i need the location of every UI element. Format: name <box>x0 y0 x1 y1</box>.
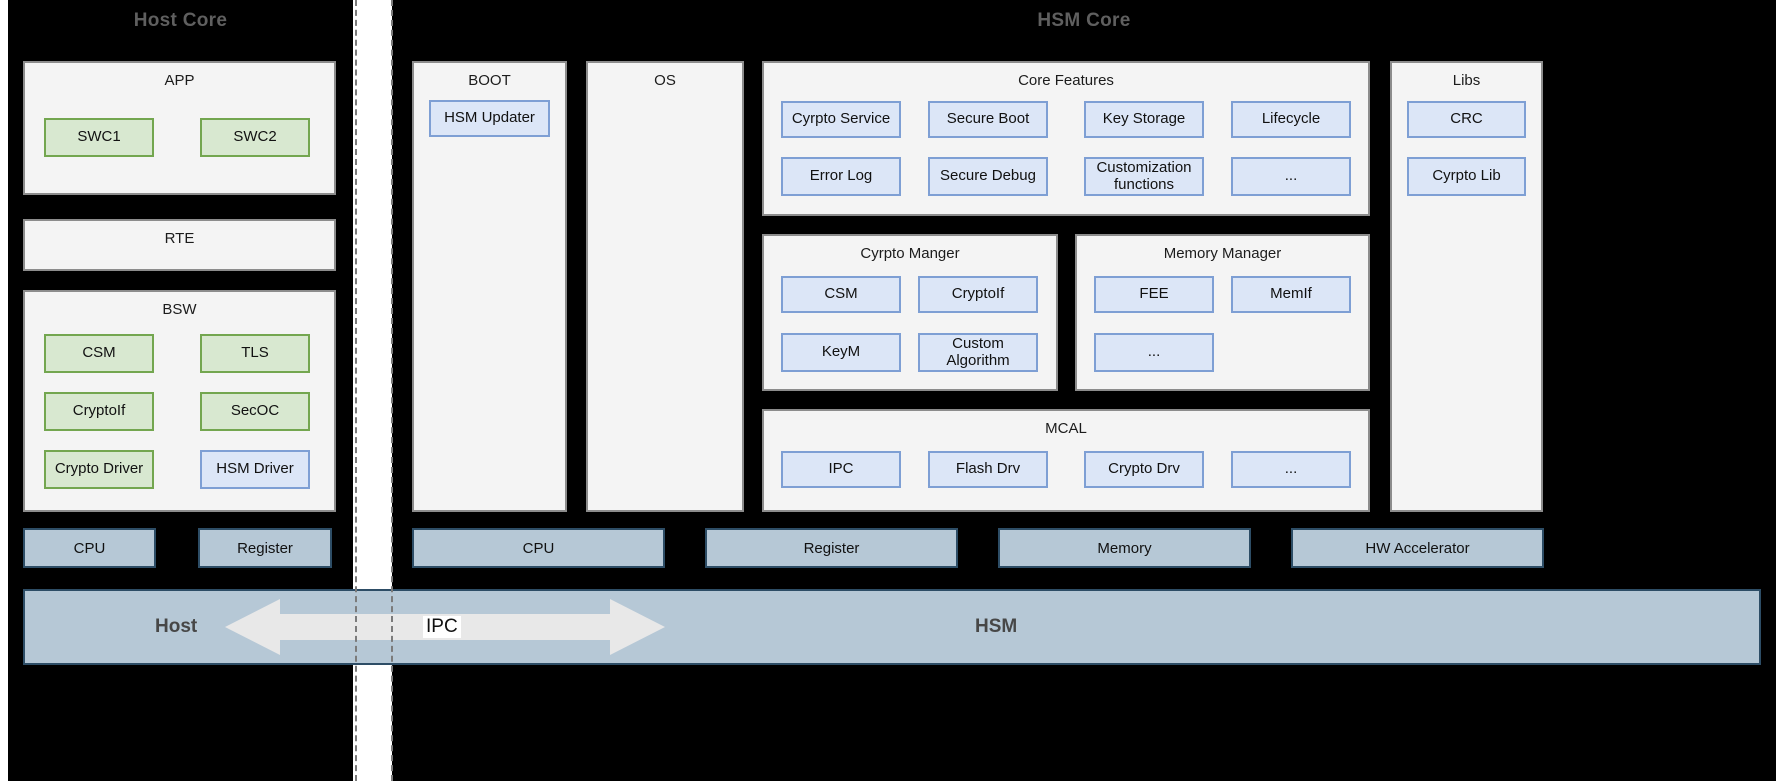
group-os: OS <box>586 61 744 512</box>
item-secure-boot[interactable]: Secure Boot <box>928 101 1048 138</box>
item-bsw-tls[interactable]: TLS <box>200 334 310 373</box>
item-customization-functions[interactable]: Customization functions <box>1084 157 1204 196</box>
item-mcal-flash-drv[interactable]: Flash Drv <box>928 451 1048 488</box>
item-cm-custom-algorithm[interactable]: Custom Algorithm <box>918 333 1038 372</box>
group-rte-title: RTE <box>164 230 195 247</box>
item-mm-memif[interactable]: MemIf <box>1231 276 1351 313</box>
item-mcal-ipc[interactable]: IPC <box>781 451 901 488</box>
group-core-features-title: Core Features <box>1018 72 1114 89</box>
item-cyrpto-service[interactable]: Cyrpto Service <box>781 101 901 138</box>
item-libs-crc[interactable]: CRC <box>1407 101 1526 138</box>
item-bsw-secoc[interactable]: SecOC <box>200 392 310 431</box>
hw-hsm-accelerator[interactable]: HW Accelerator <box>1291 528 1544 568</box>
group-bsw-title: BSW <box>162 301 197 318</box>
divider-hsm-boundary <box>391 0 393 781</box>
group-app-title: APP <box>164 72 195 89</box>
item-swc1[interactable]: SWC1 <box>44 118 154 157</box>
item-secure-debug[interactable]: Secure Debug <box>928 157 1048 196</box>
item-key-storage[interactable]: Key Storage <box>1084 101 1204 138</box>
item-bsw-crypto-driver[interactable]: Crypto Driver <box>44 450 154 489</box>
group-mcal-title: MCAL <box>1045 420 1087 437</box>
item-mcal-more[interactable]: ... <box>1231 451 1351 488</box>
item-swc2[interactable]: SWC2 <box>200 118 310 157</box>
hw-hsm-cpu[interactable]: CPU <box>412 528 665 568</box>
item-hsm-updater[interactable]: HSM Updater <box>429 100 550 137</box>
divider-host-boundary <box>355 0 357 781</box>
band-label-host: Host <box>155 616 198 637</box>
item-cm-keym[interactable]: KeyM <box>781 333 901 372</box>
hw-hsm-memory[interactable]: Memory <box>998 528 1251 568</box>
hsm-core-title: HSM Core <box>1037 10 1131 31</box>
group-libs-title: Libs <box>1452 72 1481 89</box>
item-bsw-csm[interactable]: CSM <box>44 334 154 373</box>
hw-host-cpu[interactable]: CPU <box>23 528 156 568</box>
item-lifecycle[interactable]: Lifecycle <box>1231 101 1351 138</box>
item-mm-more[interactable]: ... <box>1094 333 1214 372</box>
group-rte: RTE <box>23 219 336 271</box>
ipc-label: IPC <box>423 616 461 638</box>
item-mcal-crypto-drv[interactable]: Crypto Drv <box>1084 451 1204 488</box>
host-core-title: Host Core <box>133 10 228 31</box>
group-memory-manager-title: Memory Manager <box>1163 245 1282 262</box>
item-cm-csm[interactable]: CSM <box>781 276 901 313</box>
item-cm-cryptoif[interactable]: CryptoIf <box>918 276 1038 313</box>
hw-hsm-register[interactable]: Register <box>705 528 958 568</box>
hw-host-register[interactable]: Register <box>198 528 332 568</box>
item-core-features-more[interactable]: ... <box>1231 157 1351 196</box>
item-bsw-cryptoif[interactable]: CryptoIf <box>44 392 154 431</box>
item-mm-fee[interactable]: FEE <box>1094 276 1214 313</box>
item-bsw-hsm-driver[interactable]: HSM Driver <box>200 450 310 489</box>
band-label-hsm: HSM <box>975 616 1018 637</box>
item-error-log[interactable]: Error Log <box>781 157 901 196</box>
group-os-title: OS <box>654 72 676 89</box>
group-boot-title: BOOT <box>468 72 511 89</box>
item-libs-cyrpto-lib[interactable]: Cyrpto Lib <box>1407 157 1526 196</box>
bottom-band <box>23 589 1761 665</box>
group-crypto-manager-title: Cyrpto Manger <box>860 245 960 262</box>
